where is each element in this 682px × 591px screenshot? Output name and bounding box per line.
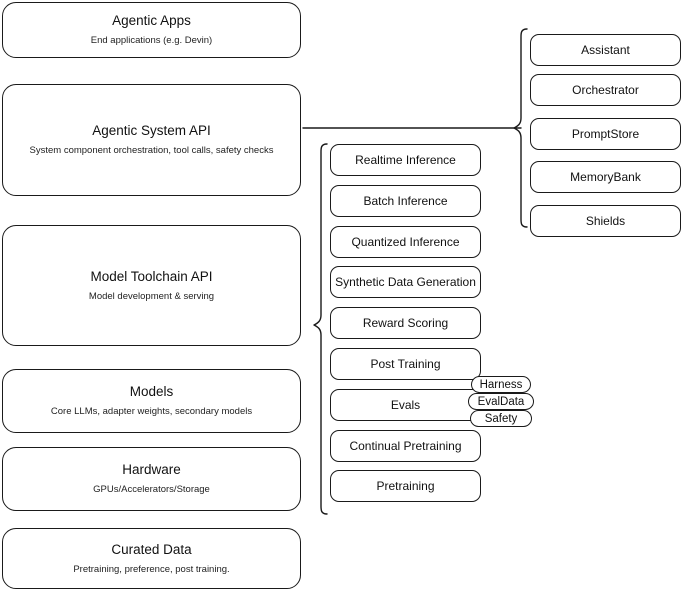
eval-badge-label: Harness: [479, 378, 523, 391]
system-item-promptstore[interactable]: PromptStore: [530, 118, 681, 150]
system-item-assistant[interactable]: Assistant: [530, 34, 681, 66]
layer-model-toolchain-api[interactable]: Model Toolchain API Model development & …: [2, 225, 301, 346]
eval-badge-evaldata[interactable]: EvalData: [468, 393, 534, 410]
toolchain-item-pretraining[interactable]: Pretraining: [330, 470, 481, 502]
toolchain-item-label: Synthetic Data Generation: [335, 274, 476, 289]
toolchain-item-label: Batch Inference: [363, 193, 448, 208]
eval-badge-safety[interactable]: Safety: [470, 410, 532, 427]
brace-system-components: [513, 28, 528, 228]
layer-title: Agentic System API: [92, 123, 211, 139]
toolchain-item-label: Pretraining: [376, 478, 435, 493]
toolchain-item-label: Continual Pretraining: [349, 438, 462, 453]
layer-title: Models: [129, 384, 174, 400]
system-item-label: Assistant: [581, 42, 630, 57]
layer-subtitle: GPUs/Accelerators/Storage: [93, 484, 210, 495]
toolchain-item-reward-scoring[interactable]: Reward Scoring: [330, 307, 481, 339]
toolchain-item-quantized-inference[interactable]: Quantized Inference: [330, 226, 481, 258]
toolchain-item-post-training[interactable]: Post Training: [330, 348, 481, 380]
system-item-orchestrator[interactable]: Orchestrator: [530, 74, 681, 106]
system-item-memorybank[interactable]: MemoryBank: [530, 161, 681, 193]
toolchain-item-label: Evals: [390, 397, 421, 412]
layer-subtitle: Model development & serving: [88, 290, 215, 302]
layer-title: Agentic Apps: [112, 13, 191, 29]
toolchain-item-synthetic-data-generation[interactable]: Synthetic Data Generation: [330, 266, 481, 298]
layer-title: Hardware: [122, 462, 181, 478]
layer-subtitle: End applications (e.g. Devin): [90, 35, 213, 46]
system-item-label: Orchestrator: [572, 82, 639, 97]
toolchain-item-label: Quantized Inference: [351, 234, 460, 249]
toolchain-item-label: Reward Scoring: [362, 315, 449, 330]
layer-subtitle: Pretraining, preference, post training.: [73, 563, 230, 575]
layer-agentic-system-api[interactable]: Agentic System API System component orch…: [2, 84, 301, 196]
toolchain-item-label: Realtime Inference: [355, 152, 456, 167]
toolchain-item-realtime-inference[interactable]: Realtime Inference: [330, 144, 481, 176]
toolchain-item-label: Post Training: [370, 356, 441, 371]
system-item-shields[interactable]: Shields: [530, 205, 681, 237]
layer-models[interactable]: Models Core LLMs, adapter weights, secon…: [2, 369, 301, 433]
system-item-label: MemoryBank: [570, 169, 641, 184]
toolchain-item-continual-pretraining[interactable]: Continual Pretraining: [330, 430, 481, 462]
toolchain-item-evals[interactable]: Evals: [330, 389, 481, 421]
layer-subtitle: System component orchestration, tool cal…: [29, 145, 274, 156]
brace-toolchain-components: [313, 143, 328, 515]
eval-badge-label: Safety: [484, 412, 518, 425]
toolchain-item-batch-inference[interactable]: Batch Inference: [330, 185, 481, 217]
eval-badge-harness[interactable]: Harness: [471, 376, 531, 393]
layer-agentic-apps[interactable]: Agentic Apps End applications (e.g. Devi…: [2, 2, 301, 58]
layer-subtitle: Core LLMs, adapter weights, secondary mo…: [50, 406, 253, 417]
layer-curated-data[interactable]: Curated Data Pretraining, preference, po…: [2, 528, 301, 589]
layer-title: Curated Data: [111, 541, 192, 557]
system-item-label: PromptStore: [571, 126, 640, 141]
eval-badge-label: EvalData: [477, 395, 525, 408]
layer-hardware[interactable]: Hardware GPUs/Accelerators/Storage: [2, 447, 301, 511]
system-item-label: Shields: [585, 213, 626, 228]
layer-title: Model Toolchain API: [90, 268, 213, 284]
